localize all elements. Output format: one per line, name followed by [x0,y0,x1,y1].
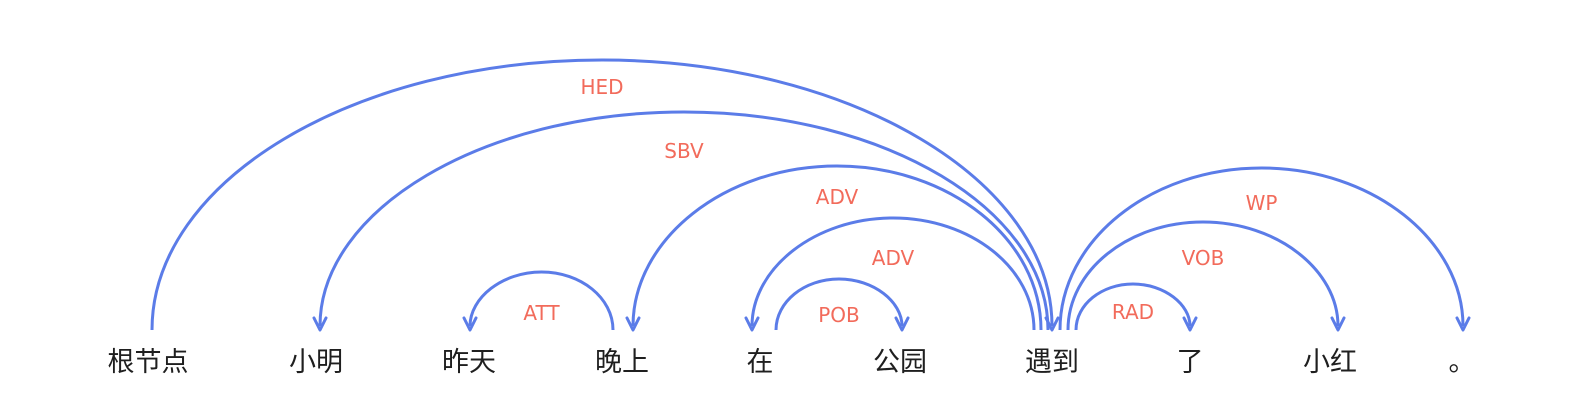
dependency-arc-adv [750,216,1036,331]
word-token: 遇到 [1025,347,1079,378]
word-token: 小红 [1303,347,1357,378]
word-token: 根节点 [108,347,189,378]
arrowhead-icon [744,316,760,332]
arrowhead-icon [625,316,641,332]
relation-label-adv: ADV [816,185,859,209]
word-token: 了 [1177,347,1204,378]
relation-label-pob: POB [818,303,860,327]
dependency-arc-vob [1066,220,1340,331]
word-token: 在 [747,347,774,378]
arrowhead-icon [1330,316,1346,332]
arrowhead-icon [894,316,910,332]
arrowhead-icon [462,316,478,332]
relation-label-sbv: SBV [664,139,704,163]
labels-layer: HED SBV ADV ADV ATT POB RAD VOB WP [523,75,1277,327]
relation-label-adv: ADV [872,246,915,270]
dependency-arc-adv [631,164,1043,331]
arcs-layer [150,58,1471,332]
word-token: 公园 [873,347,927,378]
word-token: 昨天 [442,347,496,378]
relation-label-vob: VOB [1182,246,1225,270]
word-token: 晚上 [595,347,649,378]
dependency-arc-hed [150,58,1054,331]
word-token: 。 [1449,347,1476,378]
dependency-arc-sbv [318,110,1050,331]
dependency-arc-pob [774,277,904,331]
dependency-arc-rad [1074,282,1192,331]
arrowhead-icon [1455,316,1471,332]
relation-label-wp: WP [1246,191,1278,215]
dependency-arc-att [468,270,615,331]
words-layer: 根节点 小明 昨天 晚上 在 公园 遇到 了 小红 。 [108,347,1476,378]
relation-label-att: ATT [523,301,560,325]
arrowhead-icon [1182,316,1198,332]
relation-label-rad: RAD [1112,300,1154,324]
relation-label-hed: HED [580,75,623,99]
word-token: 小明 [289,347,343,378]
arrowhead-icon [312,316,328,332]
dependency-arc-wp [1058,166,1465,331]
